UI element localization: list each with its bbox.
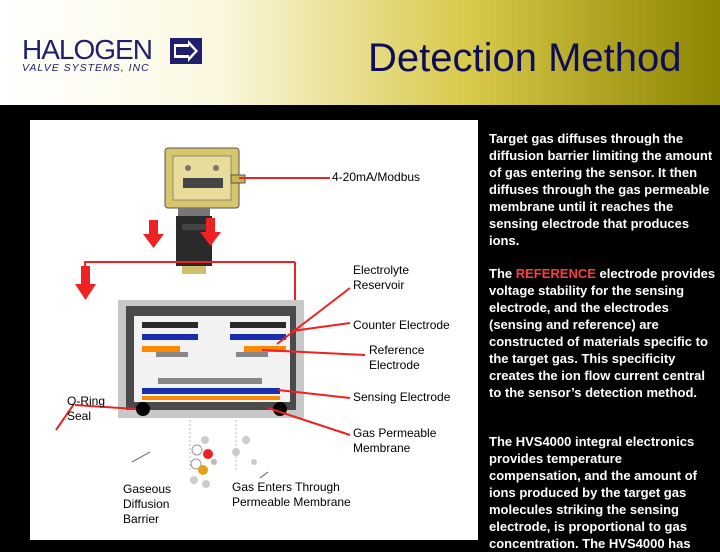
oring-seal-left bbox=[136, 402, 150, 416]
leader-lines bbox=[55, 287, 366, 436]
logo-main-text: HALOGEN bbox=[22, 34, 153, 65]
description-text-3: The HVS4000 integral electronics provide… bbox=[489, 434, 698, 551]
label-counter-electrode: Counter Electrode bbox=[353, 318, 450, 332]
label-electrolyte-reservoir: Electrolyte Reservoir bbox=[353, 263, 410, 292]
sensor-diagram-drawing bbox=[55, 147, 366, 488]
para2-prefix: The bbox=[489, 266, 516, 281]
description-text-2: The REFERENCE electrode provides voltage… bbox=[489, 265, 717, 401]
description-paragraph-1: Target gas diffuses through the diffusio… bbox=[489, 130, 717, 249]
logo-sub-text: VALVE SYSTEMS, INC bbox=[22, 62, 150, 74]
para2-rest: electrode provides voltage stability for… bbox=[489, 266, 716, 400]
flow-arrows bbox=[75, 218, 221, 300]
label-gas-enters: Gas Enters Through Permeable Membrane bbox=[232, 480, 351, 509]
flag-icon bbox=[170, 38, 202, 64]
company-logo: HALOGEN VALVE SYSTEMS, INC bbox=[22, 34, 153, 74]
reference-highlight: REFERENCE bbox=[515, 266, 596, 281]
label-sensing-electrode: Sensing Electrode bbox=[353, 390, 451, 404]
label-reference-electrode: Reference Electrode bbox=[369, 343, 425, 372]
description-text-1: Target gas diffuses through the diffusio… bbox=[489, 131, 713, 248]
label-oring-seal: O-Ring Seal bbox=[67, 394, 106, 423]
label-gas-permeable-membrane: Gas Permeable Membrane bbox=[353, 426, 437, 455]
transmitter-device bbox=[164, 147, 246, 274]
description-paragraph-2: The REFERENCE electrode provides voltage… bbox=[489, 265, 717, 401]
description-paragraph-3: The HVS4000 integral electronics provide… bbox=[489, 433, 717, 552]
header-banner: HALOGEN VALVE SYSTEMS, INC Detection Met… bbox=[0, 0, 720, 105]
sensor-cell bbox=[118, 300, 304, 418]
label-output: 4-20mA/Modbus bbox=[332, 170, 421, 184]
gas-molecules bbox=[190, 436, 257, 488]
label-diffusion-barrier: Gaseous Diffusion Barrier bbox=[123, 482, 172, 526]
page-title: Detection Method bbox=[368, 36, 682, 80]
sensor-diagram: 4-20mA/Modbus Electrolyte Reservoir Coun… bbox=[30, 120, 478, 540]
